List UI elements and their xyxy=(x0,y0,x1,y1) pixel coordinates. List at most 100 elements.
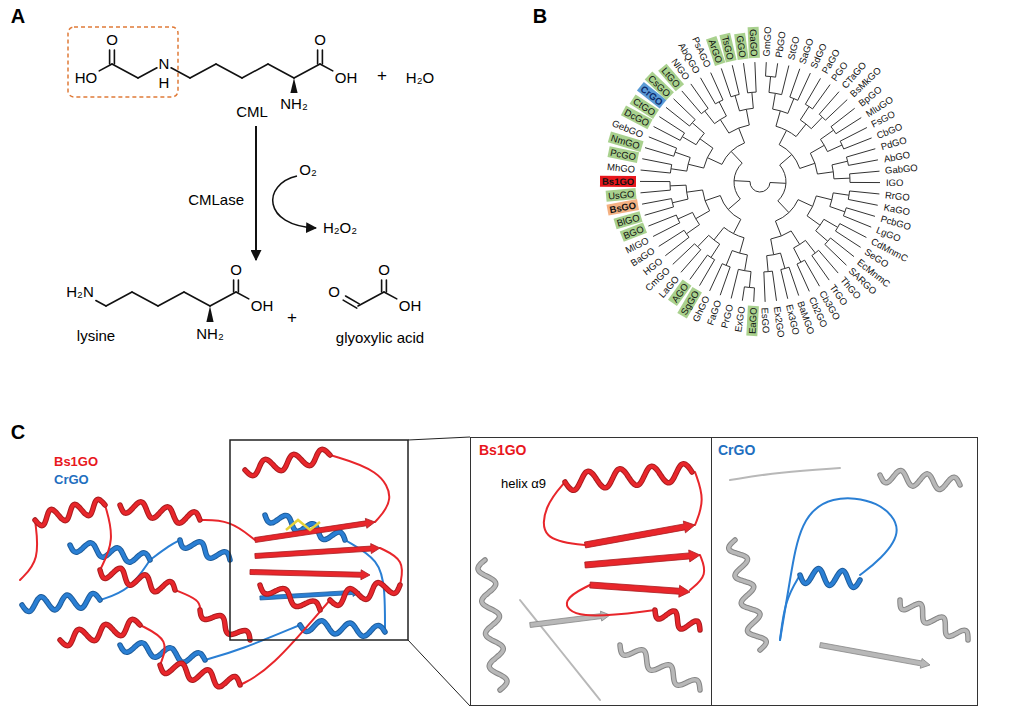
atom-label: OH xyxy=(249,298,276,315)
tree-branch xyxy=(755,62,756,92)
tree-branch xyxy=(692,123,704,134)
coil-loop xyxy=(140,625,165,665)
helix-ribbon xyxy=(260,585,320,610)
tree-branch xyxy=(726,251,732,266)
tree-branch xyxy=(670,185,686,187)
helix-ribbon xyxy=(200,610,250,640)
chemical-structures xyxy=(96,50,397,322)
chemical-bond xyxy=(216,64,242,78)
tree-branch xyxy=(719,102,726,116)
tree-branch xyxy=(810,153,817,174)
tree-branch xyxy=(844,138,872,149)
chemical-bond xyxy=(322,50,324,64)
chemical-bond xyxy=(233,280,235,292)
tree-branch xyxy=(805,240,815,253)
helix-ribbon xyxy=(22,593,100,611)
tree-branch xyxy=(709,235,720,244)
tree-branch xyxy=(672,199,674,207)
tree-branch xyxy=(781,253,785,268)
tree-branch xyxy=(688,164,704,168)
helix-ribbon xyxy=(100,568,175,592)
tree-branch xyxy=(672,199,688,203)
tree-branch xyxy=(684,230,689,237)
tree-branch xyxy=(848,160,877,166)
compound-name: CML xyxy=(234,104,270,121)
panel-letter: B xyxy=(531,5,549,27)
tree-branch xyxy=(678,212,693,219)
tree-branch xyxy=(848,191,849,199)
coil-loop xyxy=(200,520,255,540)
panel-title: helix α9 xyxy=(501,476,546,492)
chemical-bond xyxy=(109,50,111,64)
tree-branch xyxy=(840,128,867,142)
tree-branch xyxy=(720,196,741,220)
tree-branch xyxy=(773,93,776,109)
tree-branch xyxy=(770,182,786,184)
tree-branch xyxy=(805,104,812,109)
tree-branch xyxy=(641,170,671,173)
tree-branch xyxy=(715,116,727,124)
tree-branch xyxy=(707,255,714,260)
helix-ribbon xyxy=(620,645,700,690)
atom-label: O xyxy=(326,284,342,301)
tree-branch xyxy=(848,199,877,205)
helix-ribbon xyxy=(120,502,200,523)
compound-name: H₂O xyxy=(404,70,436,87)
tree-branch xyxy=(849,174,850,183)
tree-branch xyxy=(764,271,773,273)
tree-branch xyxy=(769,92,782,94)
helix-ribbon xyxy=(245,449,330,475)
beta-strand xyxy=(584,521,695,548)
tree-branch xyxy=(744,287,754,288)
chemical-bond xyxy=(268,64,294,78)
atom-label: O xyxy=(312,32,328,49)
tree-branch xyxy=(642,199,671,205)
tree-branch xyxy=(707,158,722,165)
helix-ribbon xyxy=(478,560,507,690)
tree-branch xyxy=(734,180,750,182)
coil-loop xyxy=(544,482,585,545)
phylogenetic-tree xyxy=(640,62,880,302)
helix-ribbon xyxy=(100,568,175,592)
leaf-label: MhGO xyxy=(604,161,637,175)
coil-loop xyxy=(780,575,800,640)
compound-name: glyoxylic acid xyxy=(334,330,426,347)
zoom-line xyxy=(408,640,470,706)
beta-strand xyxy=(820,643,930,669)
tree-branch xyxy=(729,125,749,133)
compound-name: lysine xyxy=(75,328,117,345)
helix-ribbon xyxy=(160,663,240,687)
tree-branch xyxy=(659,230,684,246)
coil-loop xyxy=(240,600,330,685)
tree-branch xyxy=(745,255,748,271)
highlighted-leaf: GaGO xyxy=(748,26,760,58)
leaf-label: RrGO xyxy=(883,189,913,203)
tree-branch xyxy=(733,219,740,233)
tree-branch xyxy=(773,109,788,113)
chemical-bond xyxy=(381,280,383,292)
chemical-bond xyxy=(320,64,333,71)
tree-branch xyxy=(749,272,751,288)
chemical-bond xyxy=(317,50,319,64)
tree-branch xyxy=(796,124,806,137)
helix-ribbon xyxy=(900,600,968,640)
coil-loop xyxy=(20,520,37,580)
chemical-bond xyxy=(358,292,384,306)
tree-branch xyxy=(696,133,704,144)
structure-label: CrGO xyxy=(52,473,91,487)
tree-branch xyxy=(805,260,820,286)
chemical-bond xyxy=(190,64,216,78)
tree-branch xyxy=(830,193,833,207)
tree-branch xyxy=(816,196,832,200)
tree-branch xyxy=(674,99,696,120)
tree-branch xyxy=(781,267,789,269)
helix-ribbon xyxy=(260,585,320,610)
helix-ribbon xyxy=(300,621,385,636)
beta-strand xyxy=(590,582,690,597)
tree-branch xyxy=(817,172,833,174)
chemical-bond xyxy=(210,292,236,306)
tree-branch xyxy=(734,163,742,199)
tree-branch xyxy=(831,127,836,134)
tree-branch xyxy=(640,181,670,182)
